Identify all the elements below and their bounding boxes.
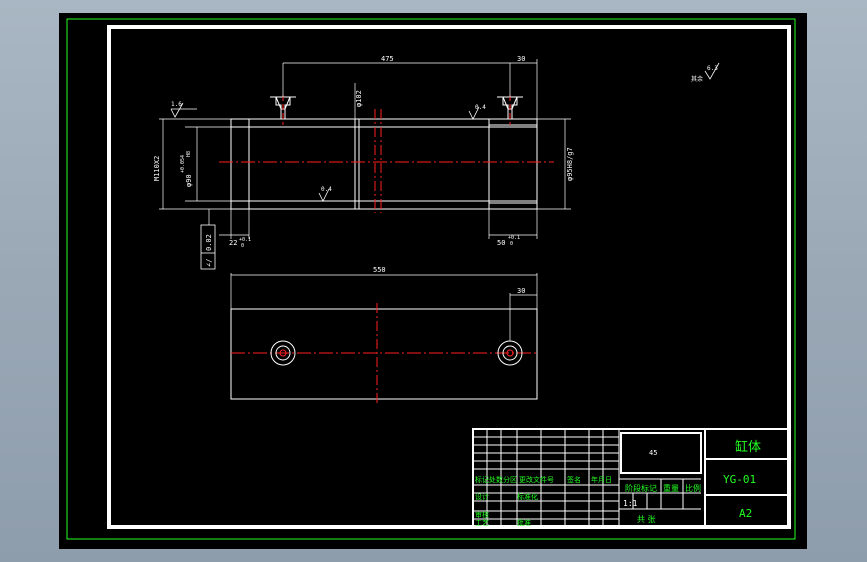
port-hole-left	[270, 340, 296, 366]
svg-text:0: 0	[510, 241, 513, 247]
scale-label: 比例	[685, 483, 701, 493]
svg-text:设计: 设计	[475, 492, 489, 501]
svg-text:分区: 分区	[503, 475, 517, 484]
dim-right-fit: φ95H8/g7	[566, 147, 574, 181]
svg-text:签名: 签名	[567, 475, 581, 484]
scale-value: 1:1	[623, 499, 638, 508]
svg-text:0.4: 0.4	[475, 104, 486, 111]
port-right	[497, 95, 523, 125]
inner-drawing-frame	[107, 25, 791, 529]
dim-475: 475	[381, 55, 394, 63]
dim-30-top: 30	[517, 287, 525, 295]
drawing-number: YG-01	[723, 473, 756, 486]
svg-text:年月日: 年月日	[591, 475, 612, 484]
cad-drawing: 475 30 φ102 M110X2 φ90 +0.054 H8 φ95H8/g…	[66, 18, 796, 540]
sheet-size: A2	[739, 507, 752, 520]
sheet-count-label: 共 张	[637, 515, 656, 524]
svg-text:其余: 其余	[691, 75, 703, 83]
svg-text:更改文件号: 更改文件号	[519, 475, 554, 484]
svg-text:0.4: 0.4	[321, 186, 332, 193]
front-view: 475 30 φ102 M110X2 φ90 +0.054 H8 φ95H8/g…	[153, 55, 574, 270]
roughness-center: 0.4	[318, 186, 332, 202]
svg-text:1.6: 1.6	[171, 101, 182, 108]
roughness-left: 1.6	[170, 101, 197, 118]
svg-text:标准化: 标准化	[517, 492, 538, 501]
svg-text:0: 0	[241, 243, 244, 249]
svg-text:+0.054: +0.054	[180, 155, 186, 173]
corner-roughness-note: 其余 6.3	[691, 62, 720, 83]
svg-text:批准: 批准	[517, 518, 531, 527]
top-view-body	[230, 308, 538, 400]
svg-text:+0.1: +0.1	[508, 235, 520, 241]
roughness-slot: 0.4	[468, 104, 486, 120]
cylinder-body	[230, 118, 538, 210]
svg-text:0.02: 0.02	[205, 234, 213, 251]
left-flange	[230, 118, 250, 210]
svg-text:标记: 标记	[475, 475, 489, 484]
svg-text:+0.1: +0.1	[239, 237, 251, 243]
drawing-canvas[interactable]: 475 30 φ102 M110X2 φ90 +0.054 H8 φ95H8/g…	[59, 13, 807, 549]
top-view: 550 30	[230, 266, 538, 405]
title-block: 45 阶段标记 重量 比例 1:1 共 张 缸体 YG-01 A2 标记 处数 …	[472, 428, 790, 528]
port-left	[270, 95, 296, 125]
part-name: 缸体	[735, 439, 761, 455]
dim-bore-102: φ102	[355, 90, 363, 107]
revision-labels: 标记 处数 分区 更改文件号 签名 年月日	[475, 475, 612, 484]
right-flange	[488, 118, 538, 210]
dim-thread: M110X2	[153, 156, 161, 181]
weight-label: 重量	[663, 483, 679, 493]
geometric-tolerance-frame: ∠/ 0.02	[200, 209, 216, 270]
svg-text:∠/: ∠/	[205, 259, 213, 267]
svg-text:审核: 审核	[475, 510, 489, 519]
svg-text:6.3: 6.3	[707, 65, 718, 72]
dim-50: 50	[497, 239, 505, 247]
svg-text:H8: H8	[186, 151, 192, 157]
svg-text:工艺: 工艺	[475, 519, 489, 527]
stage-label: 阶段标记	[625, 483, 657, 493]
dim-22: 22	[229, 239, 237, 247]
material-value: 45	[649, 449, 657, 457]
dim-30-front: 30	[517, 55, 525, 63]
port-hole-right	[497, 340, 523, 366]
dim-left-diameter: φ90	[185, 174, 193, 187]
dim-550: 550	[373, 266, 386, 274]
outer-sheet-border	[66, 18, 796, 540]
svg-text:处数: 处数	[489, 475, 503, 484]
staff-labels: 设计 标准化 审核 工艺 批准	[475, 492, 538, 527]
